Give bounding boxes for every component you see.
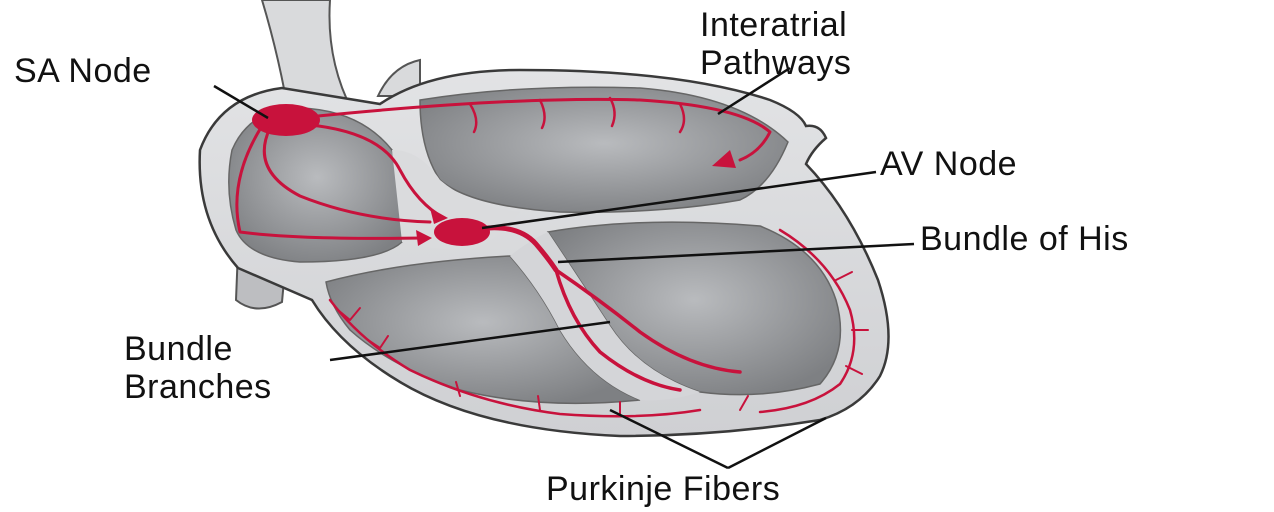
purkinje-fibers-label: Purkinje Fibers [546, 470, 780, 508]
bundle-of-his-label-text: Bundle of His [920, 220, 1129, 258]
sa-node-label: SA Node [14, 52, 152, 90]
bundle-of-his-label: Bundle of His [920, 220, 1129, 258]
bundle-branches-label: Bundle Branches [124, 330, 272, 406]
interatrial-pathways-label: Interatrial Pathways [700, 6, 851, 82]
av-node-label-text: AV Node [880, 145, 1017, 183]
sa-node-label-text: SA Node [14, 52, 152, 90]
sa-node-shape [252, 104, 320, 136]
bundle-branches-label-line2: Branches [124, 368, 272, 406]
purkinje-fibers-label-text: Purkinje Fibers [546, 470, 780, 508]
interatrial-label-line2: Pathways [700, 44, 851, 82]
av-node-shape [434, 218, 490, 246]
interatrial-label-line1: Interatrial [700, 6, 851, 44]
av-node-label: AV Node [880, 145, 1017, 183]
bundle-branches-label-line1: Bundle [124, 330, 272, 368]
